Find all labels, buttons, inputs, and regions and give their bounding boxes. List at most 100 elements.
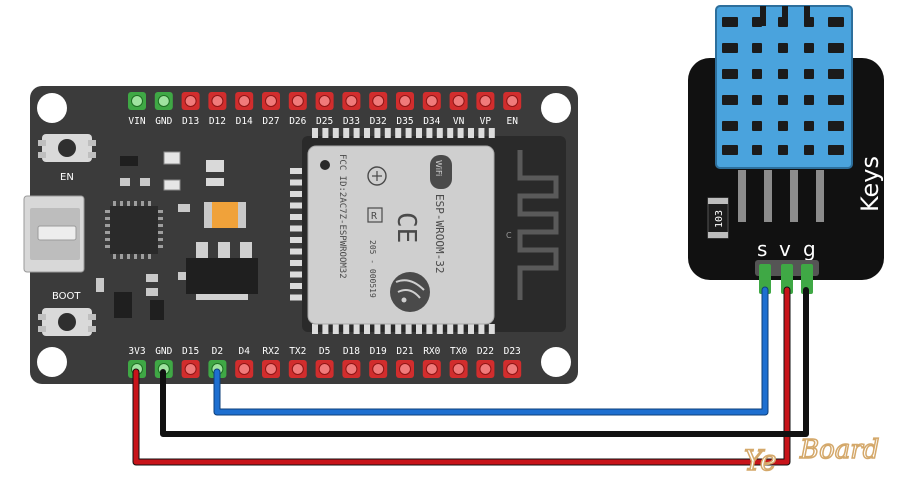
top-pin-d12[interactable] <box>208 92 227 110</box>
bottom-pin-labels: 3V3 GND D15 D2 D4 RX2 TX2 D5 D18 D19 D21 RX0 TX0 D22 D… <box>128 346 520 357</box>
mount-hole <box>541 93 571 123</box>
bottom-pin-gnd[interactable] <box>154 360 173 378</box>
usb-uart-chip <box>105 201 163 259</box>
bottom-pin-rx0[interactable] <box>422 360 441 378</box>
top-pin-label: D12 <box>209 116 226 127</box>
sensor-pin-label-s: s <box>757 237 767 261</box>
bottom-pin-label: D23 <box>504 346 521 357</box>
yeboard-watermark: Ye Board <box>743 434 880 478</box>
top-pin-label: D33 <box>343 116 360 127</box>
bottom-pin-label: D19 <box>370 346 387 357</box>
top-pin-d32[interactable] <box>369 92 388 110</box>
top-pin-d13[interactable] <box>181 92 200 110</box>
bottom-pin-label: D4 <box>238 346 250 357</box>
mount-hole <box>541 347 571 377</box>
sensor-connector <box>755 260 819 294</box>
top-pin-label: D27 <box>262 116 279 127</box>
watermark-ye: Ye <box>744 444 777 477</box>
bottom-pin-label: TX0 <box>450 346 467 357</box>
bottom-pin-label: RX2 <box>262 346 279 357</box>
wire-gnd-to-g[interactable] <box>160 287 809 437</box>
fcc-id-text: FCC ID:2AC7Z-ESPWROOM32 <box>337 154 347 279</box>
resistor-103: 103 <box>707 197 729 239</box>
top-pin-en[interactable] <box>503 92 522 110</box>
top-header <box>128 92 522 110</box>
top-pin-label: D32 <box>370 116 387 127</box>
svg-text:C: C <box>506 231 512 240</box>
bottom-pin-label: D22 <box>477 346 494 357</box>
svg-text:R: R <box>371 211 378 222</box>
cert-number-text: 205 - 000519 <box>368 240 377 298</box>
esp-wroom-32-module: C FCC ID:2AC7Z-ESPWROOM32 CE R 205 - 000… <box>290 128 566 334</box>
top-pin-label: D26 <box>289 116 306 127</box>
top-pin-d25[interactable] <box>315 92 334 110</box>
svg-text:WiFi: WiFi <box>434 160 443 176</box>
bottom-pin-d19[interactable] <box>369 360 388 378</box>
module-model-text: ESP-WROOM-32 <box>433 194 446 273</box>
bottom-pin-rx2[interactable] <box>262 360 280 378</box>
top-pin-d35[interactable] <box>396 92 414 110</box>
bottom-pin-label: D15 <box>182 346 199 357</box>
top-pin-label: VN <box>453 116 465 127</box>
dht11-sensor-module: 103 Keys s v g <box>688 5 884 294</box>
bottom-header <box>128 360 522 378</box>
bottom-pin-tx0[interactable] <box>449 360 468 378</box>
top-pin-d33[interactable] <box>342 92 361 110</box>
sensor-pin-s[interactable] <box>759 264 771 294</box>
top-pin-d14[interactable] <box>235 92 254 110</box>
bottom-pin-d22[interactable] <box>476 360 495 378</box>
sensor-pin-label-v: v <box>779 237 791 261</box>
r-mark: R <box>367 207 383 223</box>
top-pin-label: GND <box>155 116 172 127</box>
svg-text:CE: CE <box>391 212 421 243</box>
top-pin-d34[interactable] <box>422 92 441 110</box>
top-pin-vin[interactable] <box>128 92 146 110</box>
top-pin-label: VP <box>480 116 492 127</box>
top-pin-label: D14 <box>236 116 253 127</box>
bottom-pin-label: RX0 <box>423 346 440 357</box>
wifi-logo: WiFi <box>430 155 452 189</box>
top-pin-label: D35 <box>396 116 413 127</box>
top-pin-d26[interactable] <box>288 92 307 110</box>
bottom-pin-tx2[interactable] <box>288 360 307 378</box>
top-pin-label: D25 <box>316 116 333 127</box>
bottom-pin-d5[interactable] <box>315 360 334 378</box>
top-pin-labels: VIN GND D13 D12 D14 D27 D26 D25 D33 D32 D35 D34 VN VP… <box>128 116 518 127</box>
mount-hole <box>37 93 67 123</box>
bottom-pin-label: GND <box>155 346 172 357</box>
top-pin-label: D13 <box>182 116 199 127</box>
en-button[interactable] <box>38 134 96 162</box>
bottom-pin-d21[interactable] <box>396 360 414 378</box>
bottom-pin-label: D2 <box>212 346 223 357</box>
keys-brand-text: Keys <box>856 156 884 212</box>
esp32-board: VIN GND D13 D12 D14 D27 D26 D25 D33 D32 D35 D34 VN VP… <box>23 86 578 384</box>
bottom-pin-label: D5 <box>319 346 330 357</box>
bottom-pin-label: TX2 <box>289 346 306 357</box>
mount-hole <box>37 347 67 377</box>
bottom-pin-d18[interactable] <box>342 360 361 378</box>
bottom-pin-label: D21 <box>396 346 413 357</box>
bottom-pin-label: D18 <box>343 346 360 357</box>
en-label: EN <box>60 172 74 183</box>
top-pin-vn[interactable] <box>449 92 468 110</box>
bottom-pin-d4[interactable] <box>235 360 254 378</box>
top-pin-d27[interactable] <box>262 92 280 110</box>
top-pin-vp[interactable] <box>476 92 495 110</box>
recycle-mark <box>367 166 387 186</box>
top-pin-label: VIN <box>128 116 145 127</box>
resistor-code: 103 <box>714 210 725 228</box>
bottom-pin-d15[interactable] <box>181 360 200 378</box>
sensor-pin-v[interactable] <box>781 264 793 294</box>
sensor-pin-g[interactable] <box>801 264 813 294</box>
ce-mark: CE <box>391 212 421 243</box>
top-pin-label: D34 <box>423 116 440 127</box>
top-pin-gnd[interactable] <box>154 92 173 110</box>
boot-label: BOOT <box>52 291 81 302</box>
bottom-pin-label: 3V3 <box>128 346 145 357</box>
wire-d2-to-s-core <box>214 287 768 415</box>
boot-button[interactable] <box>38 308 96 336</box>
bottom-pin-d23[interactable] <box>503 360 522 378</box>
wires <box>132 286 809 466</box>
voltage-regulator <box>186 242 258 300</box>
